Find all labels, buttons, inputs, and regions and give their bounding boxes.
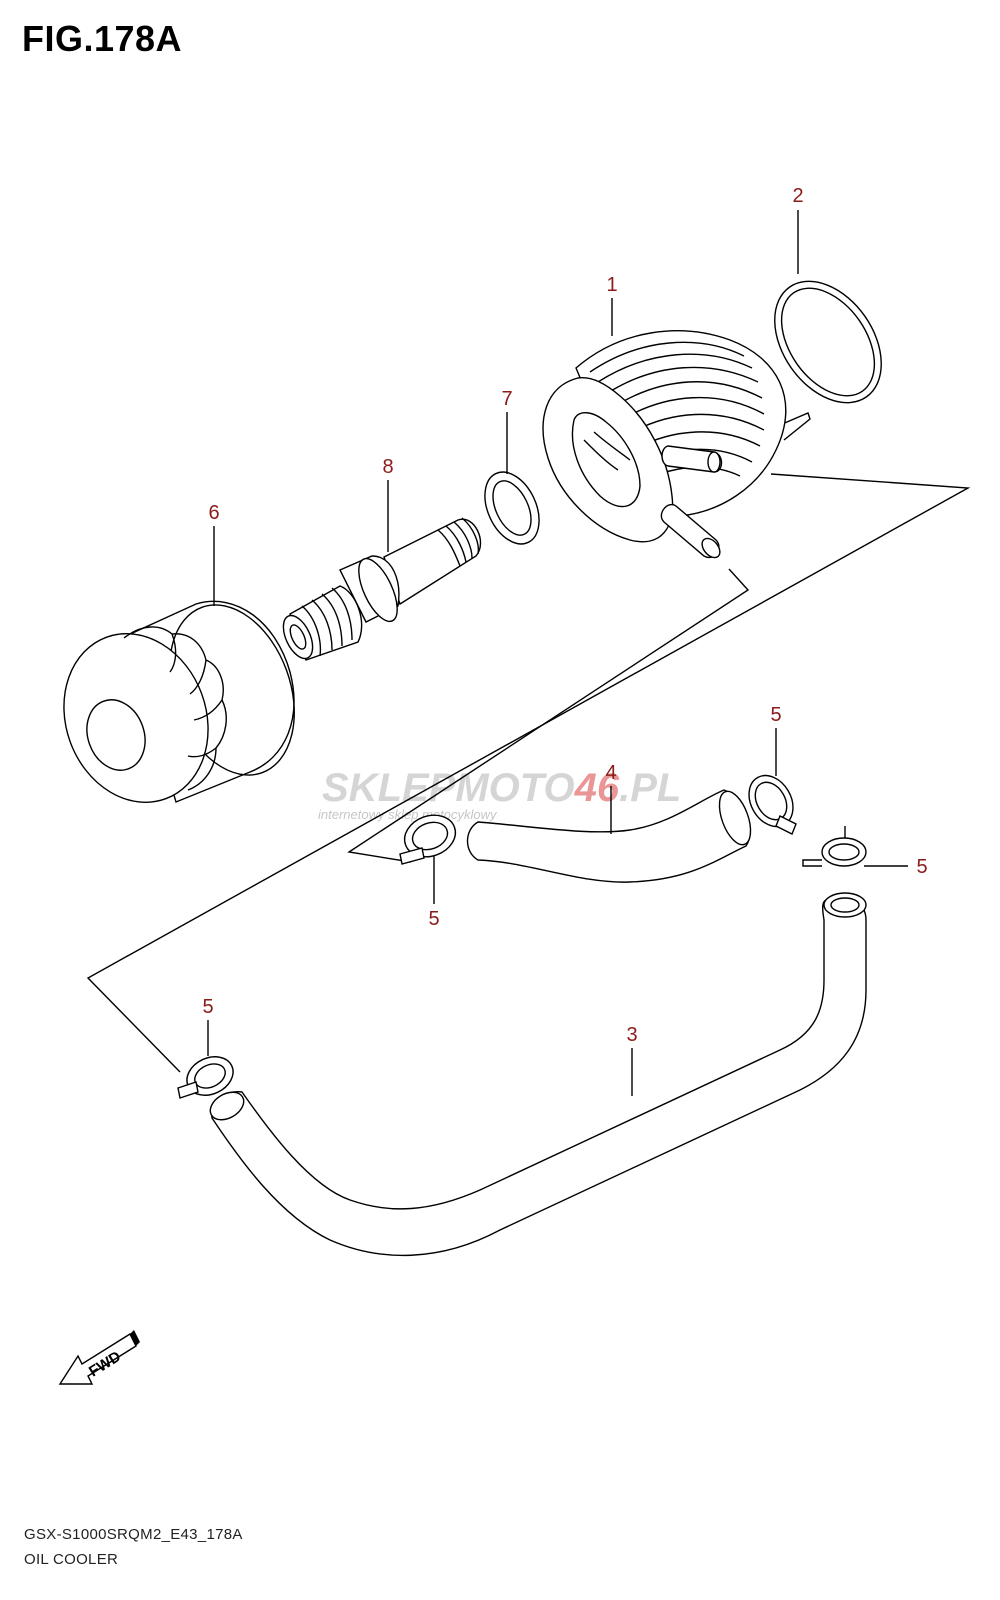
part-7-washer: [484, 471, 540, 545]
watermark-main-accent: 46: [574, 766, 620, 810]
part-8-union-bolt: [282, 517, 482, 661]
callout-7: 7: [501, 388, 512, 410]
part-6-oil-filter: [63, 600, 295, 803]
callouts: 2 1 7 8 6 4 5 5 5 5 3: [202, 185, 927, 1046]
callout-4: 4: [605, 762, 616, 784]
callout-5-upper-right: 5: [770, 704, 781, 726]
part-5-clamp-right: [802, 826, 867, 867]
callout-5-lower-left: 5: [202, 996, 213, 1018]
guide-lines: [86, 473, 971, 1073]
watermark-main-right: .PL: [619, 766, 681, 810]
svg-text:SKLEPMOTO46.PL: SKLEPMOTO46.PL: [322, 766, 681, 810]
callout-3: 3: [626, 1024, 637, 1046]
callout-5-center: 5: [428, 908, 439, 930]
part-5-clamp-lower-left: [177, 1056, 234, 1099]
callout-2: 2: [792, 185, 803, 207]
figure-title: FIG.178A: [22, 18, 183, 59]
part-5-clamp-center: [399, 814, 457, 865]
part-5-clamp-upper-right: [748, 774, 797, 835]
callout-8: 8: [382, 456, 393, 478]
model-code: GSX-S1000SRQM2_E43_178A: [24, 1526, 243, 1543]
fwd-arrow-icon: FWD: [58, 1330, 140, 1385]
watermark-tagline: internetowy sklep motocyklowy: [318, 807, 498, 822]
part-2-o-ring: [774, 280, 882, 404]
part-1-oil-cooler: [542, 330, 811, 559]
figure-caption: OIL COOLER: [24, 1551, 119, 1568]
callout-6: 6: [208, 502, 219, 524]
watermark-main-left: SKLEPMOTO: [322, 766, 575, 810]
leader-lines: [207, 210, 908, 1096]
part-4-hose: [466, 789, 752, 883]
callout-1: 1: [606, 274, 617, 296]
part-3-hose: [209, 892, 867, 1257]
watermark: SKLEPMOTO46.PL internetowy sklep motocyk…: [318, 766, 681, 822]
callout-5-right: 5: [916, 856, 927, 878]
